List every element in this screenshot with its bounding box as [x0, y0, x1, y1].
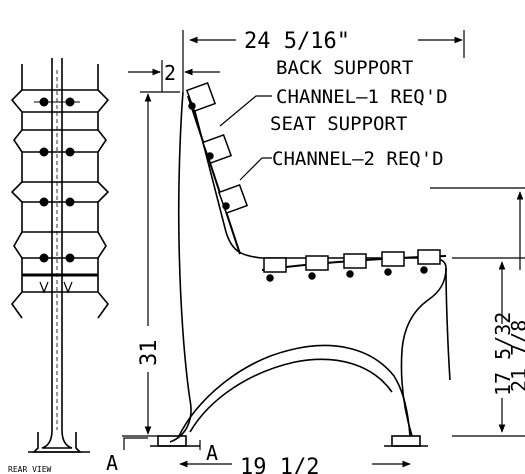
channel-1-label: CHANNEL—1 REQ'D — [276, 86, 448, 108]
right-foot — [391, 435, 421, 447]
overall-width-dim: 24 5/16" — [244, 29, 350, 54]
seat-channels — [261, 249, 447, 282]
height-dim: 31 — [137, 340, 162, 367]
back-support-label: BACK SUPPORT — [276, 57, 413, 79]
seat-height-dim: 17 5/32 — [491, 312, 515, 396]
rear-view-right-outline — [97, 64, 110, 319]
offset-dim: 2 — [164, 61, 176, 85]
section-a-right: A — [206, 441, 218, 465]
rear-view — [10, 58, 110, 453]
channel-2-label: CHANNEL—2 REQ'D — [272, 148, 444, 170]
rear-view-left-outline — [10, 64, 23, 319]
section-a-left: A — [106, 451, 118, 474]
frame-outer-profile — [169, 91, 192, 443]
back-channels — [185, 81, 249, 255]
base-width-dim: 19 1/2 — [240, 455, 319, 474]
seat-support-label: SEAT SUPPORT — [270, 113, 407, 135]
bench-frame — [150, 91, 451, 447]
frame-arch — [177, 344, 411, 439]
frame-inner-profile — [189, 91, 447, 437]
seat-height-dim-2: 21 7/8 — [507, 320, 525, 392]
rear-view-label: REAR VIEW — [8, 465, 52, 474]
